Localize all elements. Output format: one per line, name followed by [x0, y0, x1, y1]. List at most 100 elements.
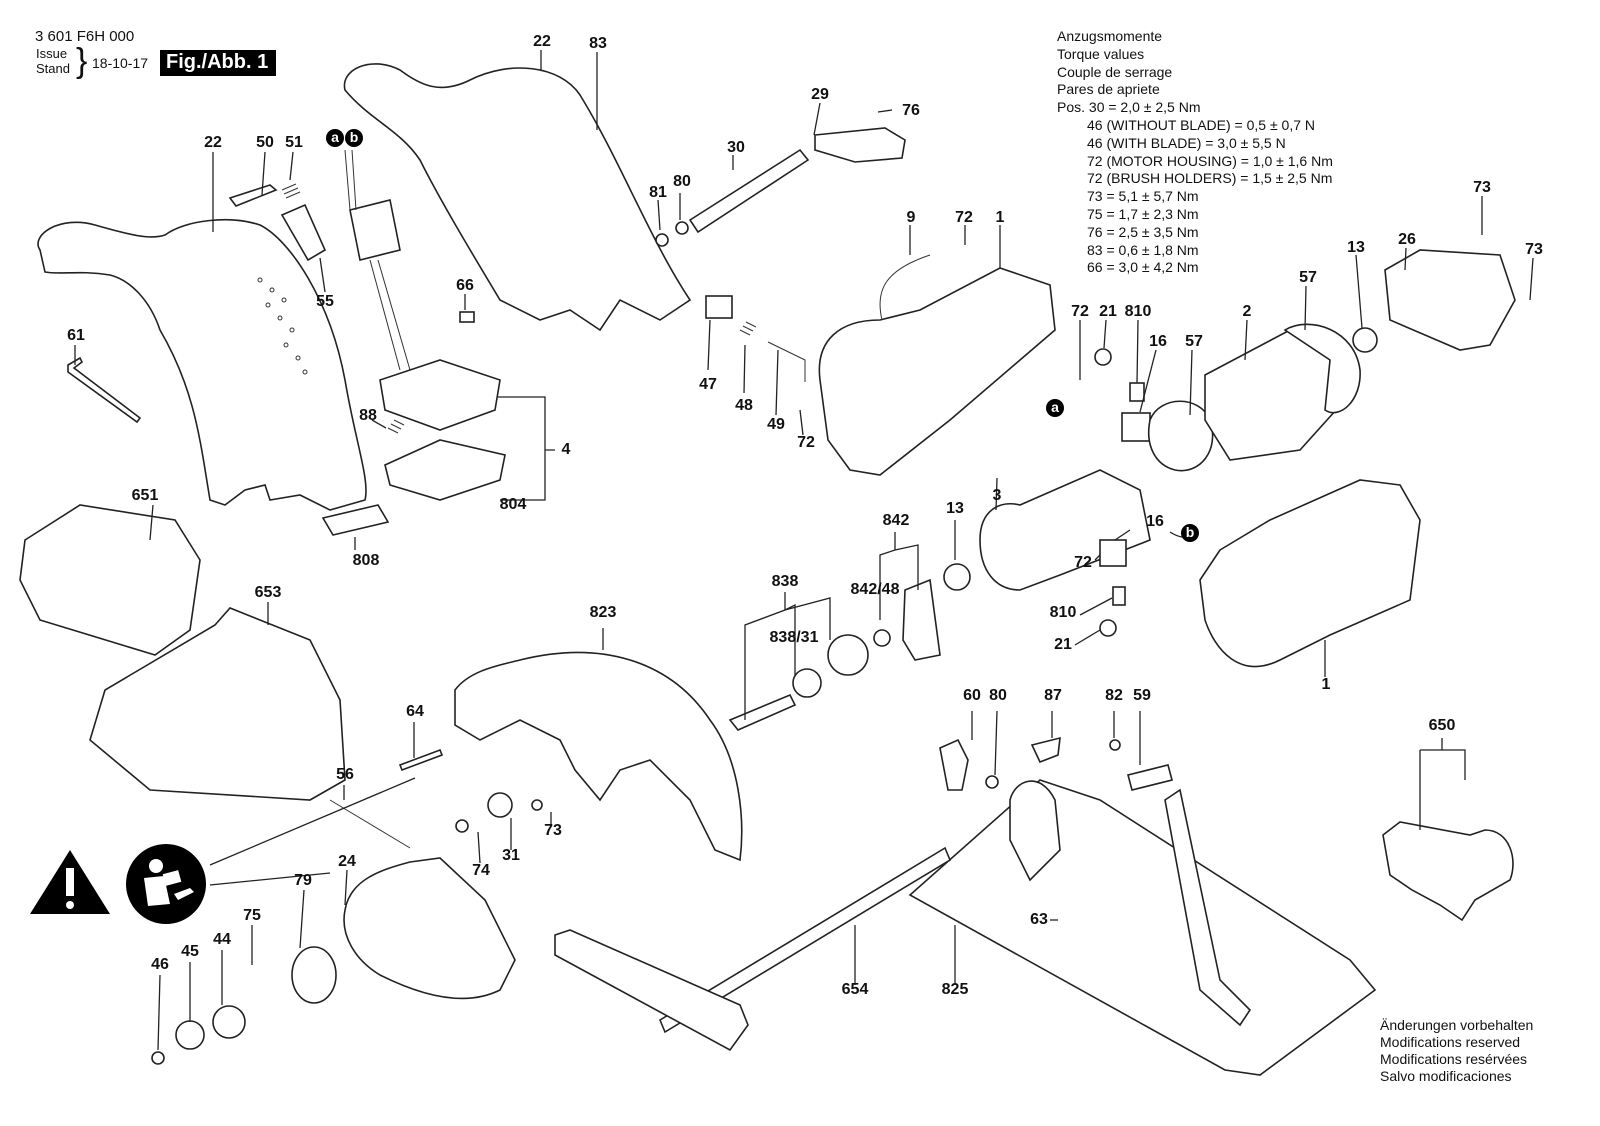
callout-55[interactable]: 55 — [316, 293, 334, 310]
callout-24[interactable]: 24 — [338, 853, 356, 870]
callout-72[interactable]: 72 — [955, 209, 973, 226]
callout-82[interactable]: 82 — [1105, 687, 1123, 704]
bearing-plate-842 — [902, 578, 941, 661]
modifications-notice: Änderungen vorbehalten Modifications res… — [1380, 1017, 1533, 1085]
callout-48[interactable]: 48 — [735, 397, 753, 414]
callout-73[interactable]: 73 — [1525, 241, 1543, 258]
switch-module — [349, 199, 401, 261]
callout-13[interactable]: 13 — [1347, 239, 1365, 256]
callout-26[interactable]: 26 — [1398, 231, 1416, 248]
callout-838[interactable]: 838 — [771, 573, 799, 590]
callout-45[interactable]: 45 — [181, 943, 199, 960]
callout-47[interactable]: 47 — [699, 376, 717, 393]
issue-stand-labels: Issue Stand — [36, 46, 70, 76]
callout-16[interactable]: 16 — [1146, 513, 1164, 530]
callout-838-31[interactable]: 838/31 — [769, 629, 819, 646]
callout-64[interactable]: 64 — [406, 703, 424, 720]
callout-49[interactable]: 49 — [767, 416, 785, 433]
callout-61[interactable]: 61 — [67, 327, 85, 344]
callout-810[interactable]: 810 — [1049, 604, 1077, 621]
callout-1[interactable]: 1 — [995, 209, 1005, 226]
callout-1[interactable]: 1 — [1321, 676, 1331, 693]
callout-66[interactable]: 66 — [456, 277, 474, 294]
parallel-guide — [658, 846, 952, 1034]
callout-825[interactable]: 825 — [941, 981, 969, 998]
callout-76[interactable]: 76 — [902, 102, 920, 119]
torque-title-es: Pares de apriete — [1057, 81, 1160, 98]
callout-50[interactable]: 50 — [256, 134, 274, 151]
gear-housing — [818, 267, 1056, 476]
callout-63[interactable]: 63 — [1030, 911, 1048, 928]
stand-label: Stand — [36, 61, 70, 76]
grip-texture — [257, 277, 308, 375]
spindle-lock-shaft — [688, 148, 810, 234]
brake-block-47 — [705, 295, 733, 319]
callout-59[interactable]: 59 — [1133, 687, 1151, 704]
callout-81[interactable]: 81 — [649, 184, 667, 201]
callout-16[interactable]: 16 — [1149, 333, 1167, 350]
callout-22[interactable]: 22 — [533, 33, 551, 50]
callout-653[interactable]: 653 — [254, 584, 282, 601]
callout-842-48[interactable]: 842/48 — [850, 581, 900, 598]
callout-72[interactable]: 72 — [1071, 303, 1089, 320]
gear-838 — [827, 634, 869, 676]
callout-87[interactable]: 87 — [1044, 687, 1062, 704]
callout-30[interactable]: 30 — [727, 139, 745, 156]
callout-80[interactable]: 80 — [989, 687, 1007, 704]
callout-57[interactable]: 57 — [1185, 333, 1203, 350]
callout-13[interactable]: 13 — [946, 500, 964, 517]
callout-808[interactable]: 808 — [352, 552, 380, 569]
callout-80[interactable]: 80 — [673, 173, 691, 190]
housing-half-left — [37, 219, 367, 511]
callout-651[interactable]: 651 — [131, 487, 159, 504]
brush-spring-21-lower — [1099, 619, 1117, 637]
callout-29[interactable]: 29 — [811, 86, 829, 103]
screw-73-guard — [531, 799, 543, 811]
callout-4[interactable]: 4 — [561, 441, 571, 458]
label-808 — [321, 504, 390, 536]
guide-bar — [554, 929, 749, 1052]
brace-glyph: } — [76, 42, 88, 80]
callout-72[interactable]: 72 — [1074, 554, 1092, 571]
callout-654[interactable]: 654 — [841, 981, 869, 998]
callout-9[interactable]: 9 — [906, 209, 916, 226]
callout-823[interactable]: 823 — [589, 604, 617, 621]
callout-72[interactable]: 72 — [797, 434, 815, 451]
callout-57[interactable]: 57 — [1299, 269, 1317, 286]
ring-79 — [291, 946, 337, 1004]
callout-3[interactable]: 3 — [992, 487, 1002, 504]
callout-2[interactable]: 2 — [1242, 303, 1252, 320]
spindle — [728, 693, 797, 731]
connector-b-marker: b — [345, 129, 363, 147]
callout-74[interactable]: 74 — [472, 862, 490, 879]
callout-21[interactable]: 21 — [1099, 303, 1117, 320]
washer-80-bottom — [985, 775, 999, 789]
callout-44[interactable]: 44 — [213, 931, 231, 948]
callout-56[interactable]: 56 — [336, 766, 354, 783]
callout-21[interactable]: 21 — [1054, 636, 1072, 653]
callout-88[interactable]: 88 — [359, 407, 377, 424]
callout-51[interactable]: 51 — [285, 134, 303, 151]
callout-22[interactable]: 22 — [204, 134, 222, 151]
callout-842[interactable]: 842 — [882, 512, 910, 529]
callout-73[interactable]: 73 — [1473, 179, 1491, 196]
torque-title-en: Torque values — [1057, 45, 1145, 62]
callout-60[interactable]: 60 — [963, 687, 981, 704]
callout-804[interactable]: 804 — [499, 496, 527, 513]
upper-blade-guard — [454, 651, 743, 862]
base-plate — [908, 779, 1377, 1076]
callout-73[interactable]: 73 — [544, 822, 562, 839]
callout-810[interactable]: 810 — [1124, 303, 1152, 320]
issue-label: Issue — [36, 46, 68, 61]
callout-46[interactable]: 46 — [151, 956, 169, 973]
callout-83[interactable]: 83 — [589, 35, 607, 52]
carbon-brush-810-top — [1129, 382, 1145, 402]
notice-de: Änderungen vorbehalten — [1380, 1017, 1534, 1033]
callout-31[interactable]: 31 — [502, 847, 520, 864]
callout-650[interactable]: 650 — [1428, 717, 1456, 734]
hex-key — [67, 356, 142, 424]
callout-79[interactable]: 79 — [294, 872, 312, 889]
wing-nut-87 — [1030, 736, 1061, 764]
torque-entry: 75 = 1,7 ± 2,3 Nm — [1087, 205, 1199, 222]
callout-75[interactable]: 75 — [243, 907, 261, 924]
